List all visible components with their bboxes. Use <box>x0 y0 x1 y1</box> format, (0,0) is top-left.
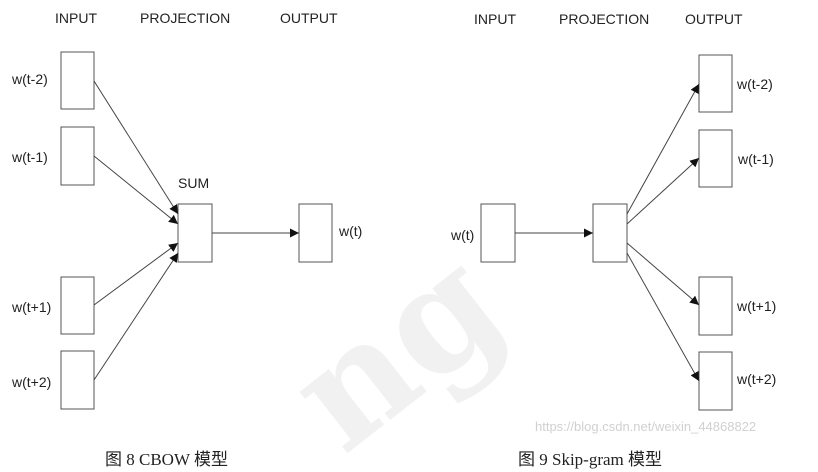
cbow-sum-label: SUM <box>178 175 209 191</box>
cbow-input-label-3: w(t+1) <box>11 299 51 315</box>
skipgram-output-label-2: w(t-1) <box>737 151 774 167</box>
skipgram-output-header: OUTPUT <box>685 11 743 27</box>
cbow-edge-4 <box>93 252 179 381</box>
skipgram-output-node-3 <box>698 276 733 336</box>
cbow-projection-node <box>177 203 213 263</box>
skipgram-edge-3 <box>626 242 700 306</box>
skipgram-caption: 图 9 Skip-gram 模型 <box>518 450 662 469</box>
skipgram-edge-2 <box>626 157 700 225</box>
cbow-input-node-3 <box>60 276 95 335</box>
cbow-projection-header: PROJECTION <box>140 10 230 26</box>
cbow-edge-1 <box>93 80 179 215</box>
skipgram-output-label-3: w(t+1) <box>736 298 776 314</box>
cbow-input-node-1 <box>60 51 95 110</box>
skipgram-projection-node <box>592 203 628 263</box>
cbow-input-header: INPUT <box>55 10 97 26</box>
skipgram-input-node <box>480 203 516 263</box>
cbow-input-node-4 <box>60 350 95 410</box>
cbow-input-label-1: w(t-2) <box>11 71 48 87</box>
skipgram-input-header: INPUT <box>474 11 516 27</box>
cbow-diagram: INPUT PROJECTION OUTPUT w(t-2) w(t-1) w(… <box>11 10 362 469</box>
skipgram-output-label-4: w(t+2) <box>736 371 776 387</box>
cbow-edge-3 <box>93 242 179 306</box>
cbow-edge-2 <box>93 155 179 225</box>
cbow-input-label-4: w(t+2) <box>11 374 51 390</box>
skipgram-edge-4 <box>626 252 700 382</box>
cbow-input-node-2 <box>60 126 95 186</box>
skipgram-projection-header: PROJECTION <box>559 11 649 27</box>
skipgram-output-label-1: w(t-2) <box>736 76 773 92</box>
skipgram-output-node-2 <box>698 129 733 188</box>
cbow-output-node <box>298 203 333 263</box>
skipgram-output-node-4 <box>698 351 733 411</box>
cbow-caption: 图 8 CBOW 模型 <box>105 450 228 469</box>
cbow-input-label-2: w(t-1) <box>11 149 48 165</box>
skipgram-output-node-1 <box>698 54 733 113</box>
skipgram-diagram: INPUT PROJECTION OUTPUT w(t) w(t-2) w(t-… <box>450 11 776 469</box>
skipgram-input-label: w(t) <box>450 227 474 243</box>
watermark-url: https://blog.csdn.net/weixin_44868822 <box>535 419 756 434</box>
skipgram-edge-1 <box>626 83 700 215</box>
cbow-output-label: w(t) <box>338 223 362 239</box>
cbow-output-header: OUTPUT <box>280 10 338 26</box>
